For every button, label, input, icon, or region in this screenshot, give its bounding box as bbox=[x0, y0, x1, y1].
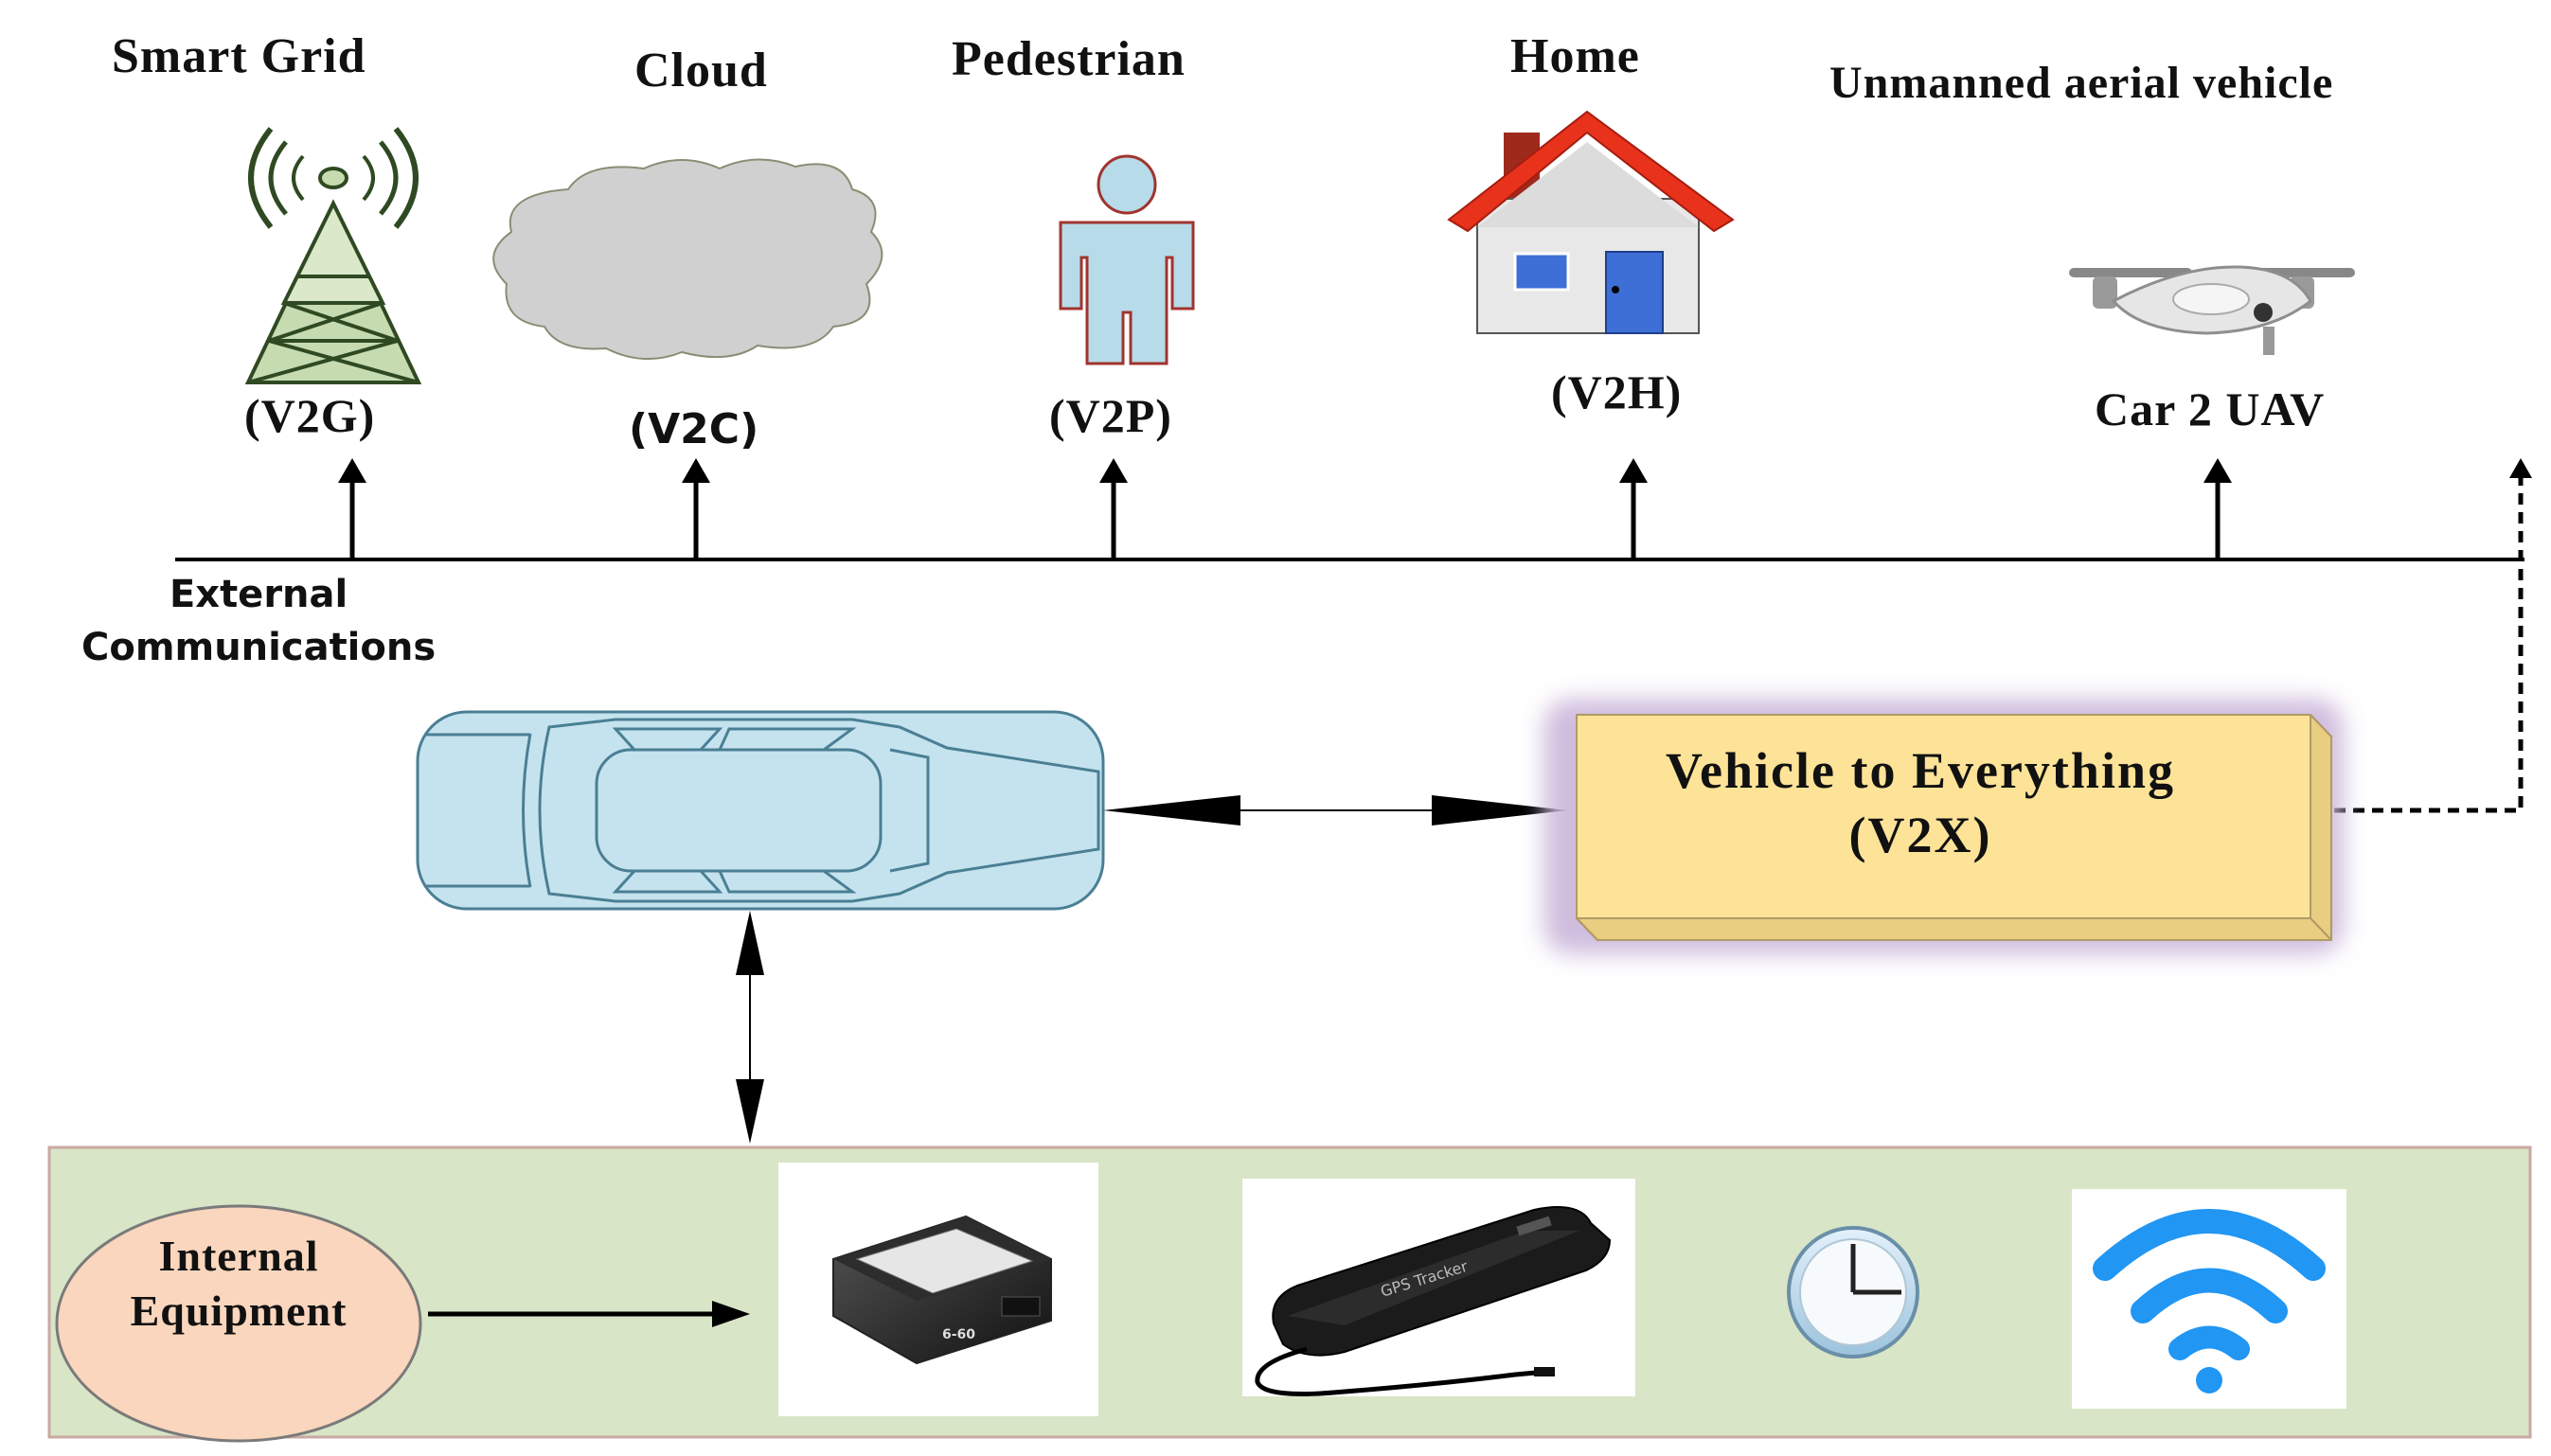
internal-arrow bbox=[428, 1301, 750, 1327]
car-2-uav-label: Car 2 UAV bbox=[2095, 382, 2326, 435]
person-icon bbox=[1059, 154, 1195, 365]
home-title: Home bbox=[1510, 29, 1640, 83]
pedestrian-title: Pedestrian bbox=[952, 32, 1186, 86]
v2x-line-1: Vehicle to Everything bbox=[1666, 742, 2175, 799]
internal-line-1: Internal bbox=[158, 1232, 319, 1280]
car-internal-arrow bbox=[736, 911, 764, 1144]
internal-equipment-label: Internal Equipment bbox=[59, 1229, 419, 1339]
external-line-2: Communications bbox=[81, 626, 437, 669]
house-icon bbox=[1447, 110, 1735, 334]
car-icon bbox=[416, 710, 1105, 911]
uav-title: Unmanned aerial vehicle bbox=[1829, 58, 2334, 108]
clock-icon bbox=[1787, 1226, 1919, 1358]
internal-line-2: Equipment bbox=[130, 1287, 348, 1335]
v2x-label: Vehicle to Everything (V2X) bbox=[1570, 738, 2271, 867]
gps-tracker-icon: GPS Tracker bbox=[1255, 1206, 1612, 1396]
obd-device-label: 6-60 bbox=[942, 1327, 975, 1342]
v2p-label: (V2P) bbox=[1049, 389, 1172, 442]
drone-icon bbox=[2069, 265, 2355, 355]
car-v2x-arrow bbox=[1103, 795, 1567, 826]
internal-equipment-node bbox=[55, 1204, 422, 1443]
v2h-label: (V2H) bbox=[1551, 365, 1683, 418]
v2c-label: (V2C) bbox=[629, 405, 759, 453]
v2x-dashed-link bbox=[2296, 458, 2532, 813]
v2x-line-2: (V2X) bbox=[1848, 807, 1992, 863]
uplink-arrows bbox=[338, 458, 2232, 559]
cloud-icon bbox=[492, 158, 883, 361]
v2g-label: (V2G) bbox=[244, 389, 376, 442]
wifi-icon bbox=[2093, 1209, 2326, 1394]
external-communications-label: External Communications bbox=[81, 568, 436, 674]
obd-device-icon: 6-60 bbox=[832, 1215, 1052, 1365]
v2x-box bbox=[1543, 699, 2344, 954]
cell-tower-icon bbox=[244, 127, 422, 384]
external-line-1: External bbox=[169, 573, 348, 616]
cloud-title: Cloud bbox=[634, 44, 768, 98]
smart-grid-title: Smart Grid bbox=[112, 29, 366, 83]
